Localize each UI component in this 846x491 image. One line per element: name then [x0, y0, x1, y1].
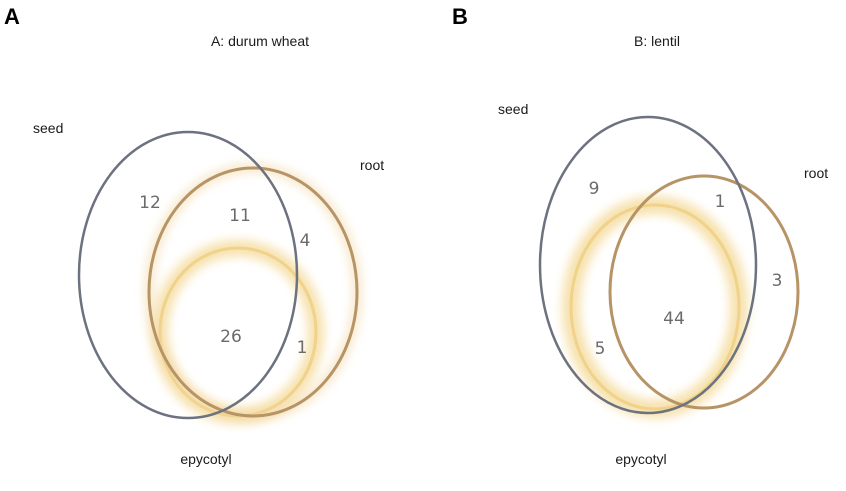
panel-b-seed-ellipse: [538, 115, 758, 415]
panel-b-root-only-count: 3: [772, 271, 783, 291]
panel-a-root-label: root: [360, 157, 384, 173]
panel-a-letter: A: [4, 4, 20, 29]
panel-b-epycotyl-label: epycotyl: [615, 451, 666, 467]
panel-a-root-ellipse: [145, 164, 361, 420]
panel-b-letter: B: [452, 4, 468, 29]
panel-b: B B: lentil seed root epycotyl 9 1 3 44 …: [452, 4, 828, 467]
panel-a-seed-only-count: 12: [139, 193, 161, 213]
panel-a-seed-root-count: 11: [229, 206, 251, 226]
panel-b-epycotyl-ellipse: [562, 196, 748, 418]
panel-b-seed-label: seed: [498, 101, 528, 117]
panel-a-all-three-count: 26: [220, 327, 242, 347]
panel-a-seed-ellipse: [77, 130, 299, 420]
panel-b-seed-root-count: 1: [715, 192, 726, 212]
panel-b-root-ellipse: [608, 174, 800, 410]
panel-b-root-label: root: [804, 165, 828, 181]
panel-a-epycotyl-label: epycotyl: [180, 451, 231, 467]
panel-a-seed-label: seed: [33, 120, 63, 136]
panel-a-root-only-count: 4: [300, 231, 311, 251]
panel-b-seed-only-count: 9: [589, 179, 600, 199]
panel-b-seed-epycotyl-count: 5: [595, 339, 606, 359]
panel-b-all-three-count: 44: [663, 309, 685, 329]
panel-a-title: A: durum wheat: [211, 33, 309, 49]
panel-a: A A: durum wheat seed root epycotyl 12 1…: [4, 4, 384, 467]
panel-a-root-epycotyl-count: 1: [297, 338, 308, 358]
panel-b-title: B: lentil: [634, 33, 680, 49]
